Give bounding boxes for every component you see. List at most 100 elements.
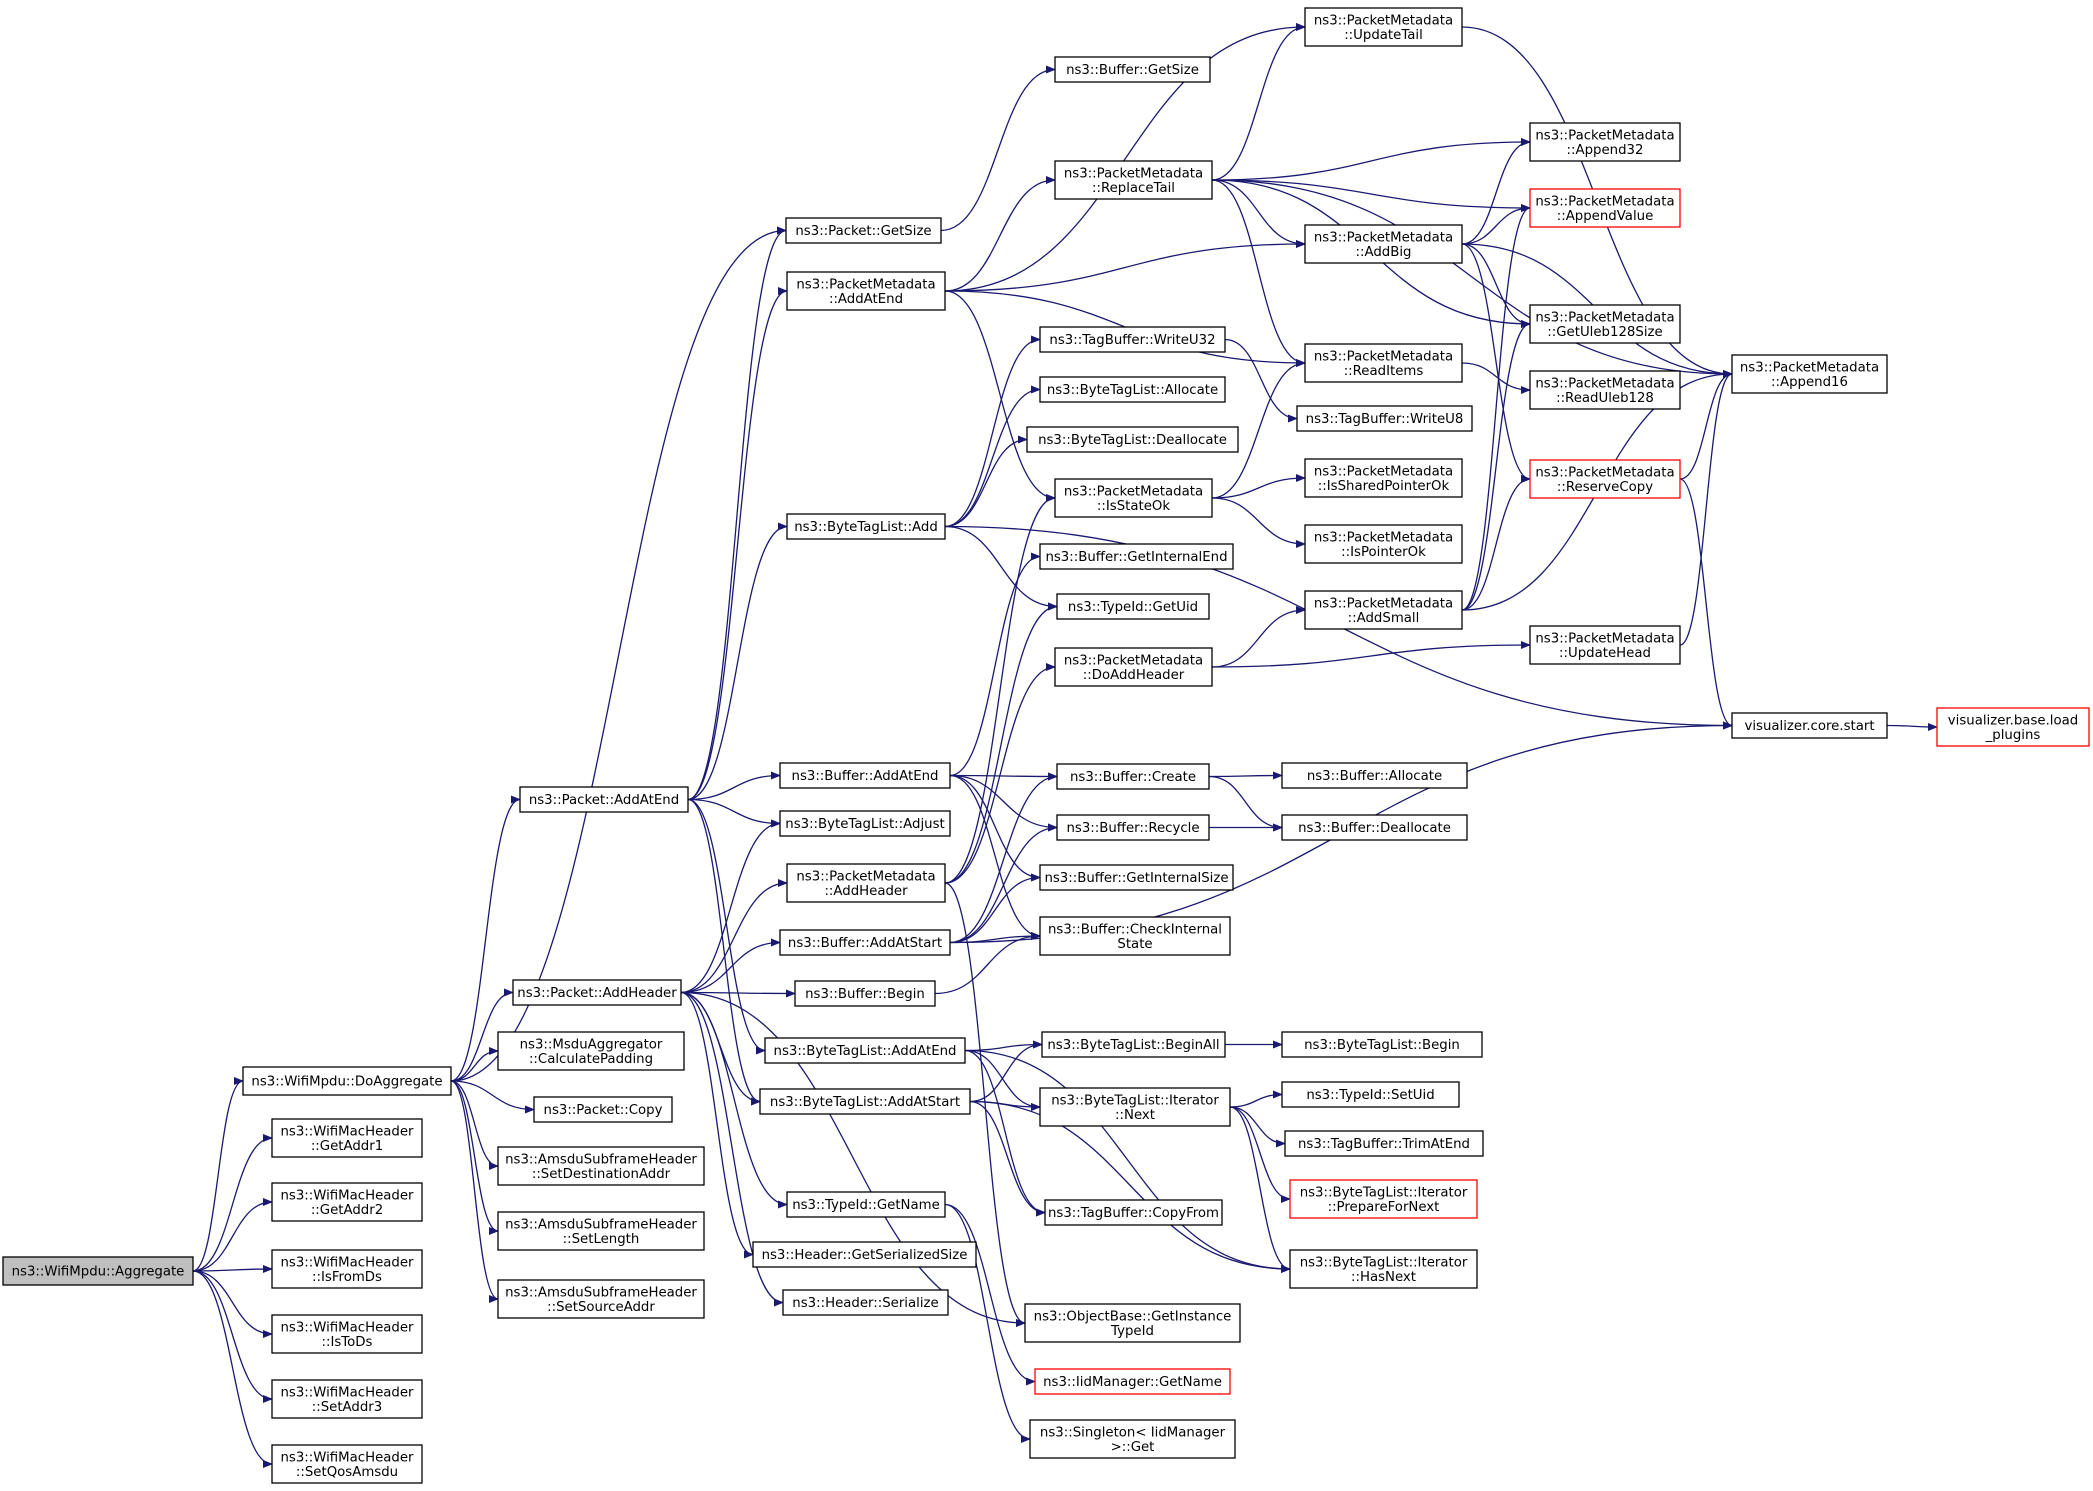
node-box[interactable] (1281, 814, 1468, 841)
node-box[interactable] (752, 1241, 977, 1268)
node-buf_allocate[interactable]: ns3::Buffer::Allocate (1281, 762, 1468, 789)
node-box[interactable] (271, 1379, 423, 1419)
node-box[interactable] (1296, 405, 1473, 432)
node-box[interactable] (1304, 343, 1463, 383)
node-box[interactable] (271, 1118, 423, 1158)
node-box[interactable] (271, 1444, 423, 1484)
node-pm_isptrok[interactable]: ns3::PacketMetadata::IsPointerOk (1304, 524, 1463, 564)
node-box[interactable] (1304, 524, 1463, 564)
node-pkt_copy[interactable]: ns3::Packet::Copy (533, 1096, 673, 1123)
node-pm_updatetail[interactable]: ns3::PacketMetadata::UpdateTail (1304, 7, 1463, 47)
node-iid_getname[interactable]: ns3::IidManager::GetName (1034, 1368, 1231, 1395)
node-pm_readitems[interactable]: ns3::PacketMetadata::ReadItems (1304, 343, 1463, 383)
node-pm_getuleb128size[interactable]: ns3::PacketMetadata::GetUleb128Size (1529, 304, 1681, 344)
node-buf_getinternalend[interactable]: ns3::Buffer::GetInternalEnd (1039, 543, 1234, 570)
node-pm_updatehead[interactable]: ns3::PacketMetadata::UpdateHead (1529, 625, 1681, 665)
node-box[interactable] (779, 762, 951, 789)
node-hdr_getsersize[interactable]: ns3::Header::GetSerializedSize (752, 1241, 977, 1268)
node-buf_deallocate[interactable]: ns3::Buffer::Deallocate (1281, 814, 1468, 841)
node-typeid_getname[interactable]: ns3::TypeId::GetName (786, 1191, 946, 1218)
node-tb_trimatend[interactable]: ns3::TagBuffer::TrimAtEnd (1284, 1130, 1484, 1157)
node-box[interactable] (1529, 625, 1681, 665)
node-btl_allocate[interactable]: ns3::ByteTagList::Allocate (1039, 376, 1226, 403)
node-box[interactable] (1044, 1199, 1223, 1226)
node-pm_addbig[interactable]: ns3::PacketMetadata::AddBig (1304, 224, 1463, 264)
node-box[interactable] (1039, 864, 1234, 891)
node-btl_addatstart[interactable]: ns3::ByteTagList::AddAtStart (759, 1088, 971, 1115)
node-pm_replacetail[interactable]: ns3::PacketMetadata::ReplaceTail (1054, 160, 1213, 200)
node-box[interactable] (1281, 1031, 1483, 1058)
node-box[interactable] (497, 1211, 705, 1251)
node-tb_copyfrom[interactable]: ns3::TagBuffer::CopyFrom (1044, 1199, 1223, 1226)
node-box[interactable] (782, 1289, 949, 1316)
node-box[interactable] (533, 1096, 673, 1123)
node-doaggregate[interactable]: ns3::WifiMpdu::DoAggregate (242, 1066, 452, 1096)
node-box[interactable] (1039, 543, 1234, 570)
node-isfromds[interactable]: ns3::WifiMacHeader::IsFromDs (271, 1249, 423, 1289)
node-box[interactable] (497, 1031, 685, 1071)
node-box[interactable] (271, 1314, 423, 1354)
node-pm_addsmall[interactable]: ns3::PacketMetadata::AddSmall (1304, 590, 1463, 630)
node-typeid_getuid[interactable]: ns3::TypeId::GetUid (1056, 593, 1210, 620)
node-box[interactable] (1039, 326, 1226, 353)
node-btl_iter_hasnext[interactable]: ns3::ByteTagList::Iterator::HasNext (1289, 1249, 1478, 1289)
node-box[interactable] (1936, 707, 2090, 747)
node-buf_create[interactable]: ns3::Buffer::Create (1056, 763, 1210, 790)
node-box[interactable] (785, 217, 942, 244)
node-box[interactable] (779, 929, 951, 956)
node-box[interactable] (497, 1146, 705, 1186)
node-btl_addatend[interactable]: ns3::ByteTagList::AddAtEnd (764, 1037, 966, 1064)
node-buf_addatstart[interactable]: ns3::Buffer::AddAtStart (779, 929, 951, 956)
node-box[interactable] (786, 1191, 946, 1218)
node-getaddr2[interactable]: ns3::WifiMacHeader::GetAddr2 (271, 1182, 423, 1222)
node-hdr_serialize[interactable]: ns3::Header::Serialize (782, 1289, 949, 1316)
node-btl_add[interactable]: ns3::ByteTagList::Add (786, 513, 946, 540)
node-viz_core_start[interactable]: visualizer.core.start (1731, 712, 1888, 739)
node-box[interactable] (1039, 1087, 1231, 1127)
node-pm_issharedptrok[interactable]: ns3::PacketMetadata::IsSharedPointerOk (1304, 458, 1463, 498)
node-pkt_addatend[interactable]: ns3::Packet::AddAtEnd (519, 786, 689, 813)
node-box[interactable] (1041, 1031, 1226, 1058)
node-btl_iter_preparefornext[interactable]: ns3::ByteTagList::Iterator::PrepareForNe… (1289, 1179, 1478, 1219)
node-box[interactable] (1731, 712, 1888, 739)
node-box[interactable] (1731, 354, 1888, 394)
node-box[interactable] (794, 980, 936, 1007)
node-btl_iter_next[interactable]: ns3::ByteTagList::Iterator::Next (1039, 1087, 1231, 1127)
node-buf_recycle[interactable]: ns3::Buffer::Recycle (1056, 814, 1210, 841)
node-box[interactable] (1054, 56, 1211, 83)
node-viz_base_load[interactable]: visualizer.base.load_plugins (1936, 707, 2090, 747)
node-pkt_addheader[interactable]: ns3::Packet::AddHeader (512, 979, 682, 1006)
node-pm_readuleb128[interactable]: ns3::PacketMetadata::ReadUleb128 (1529, 370, 1681, 410)
node-box[interactable] (1289, 1249, 1478, 1289)
node-box[interactable] (2, 1256, 194, 1286)
node-box[interactable] (1056, 763, 1210, 790)
node-btl_deallocate[interactable]: ns3::ByteTagList::Deallocate (1026, 426, 1239, 453)
node-box[interactable] (1304, 458, 1463, 498)
node-pm_append32[interactable]: ns3::PacketMetadata::Append32 (1529, 122, 1681, 162)
node-box[interactable] (1284, 1130, 1484, 1157)
node-buf_begin[interactable]: ns3::Buffer::Begin (794, 980, 936, 1007)
node-box[interactable] (759, 1088, 971, 1115)
node-box[interactable] (1304, 224, 1463, 264)
node-box[interactable] (786, 513, 946, 540)
node-box[interactable] (1281, 1081, 1460, 1108)
node-box[interactable] (1054, 160, 1213, 200)
node-box[interactable] (1304, 590, 1463, 630)
node-pm_addatend[interactable]: ns3::PacketMetadata::AddAtEnd (786, 271, 946, 311)
node-box[interactable] (1056, 593, 1210, 620)
node-box[interactable] (1034, 1368, 1231, 1395)
node-box[interactable] (1529, 370, 1681, 410)
node-setsourceaddr[interactable]: ns3::AmsduSubframeHeader::SetSourceAddr (497, 1279, 705, 1319)
node-setqosamsdu[interactable]: ns3::WifiMacHeader::SetQosAmsdu (271, 1444, 423, 1484)
node-box[interactable] (1281, 762, 1468, 789)
node-box[interactable] (1039, 376, 1226, 403)
node-tb_writeu32[interactable]: ns3::TagBuffer::WriteU32 (1039, 326, 1226, 353)
node-setaddr3[interactable]: ns3::WifiMacHeader::SetAddr3 (271, 1379, 423, 1419)
node-box[interactable] (1024, 1303, 1241, 1343)
node-tb_writeu8[interactable]: ns3::TagBuffer::WriteU8 (1296, 405, 1473, 432)
node-setdestaddr[interactable]: ns3::AmsduSubframeHeader::SetDestination… (497, 1146, 705, 1186)
node-box[interactable] (764, 1037, 966, 1064)
node-box[interactable] (1529, 304, 1681, 344)
